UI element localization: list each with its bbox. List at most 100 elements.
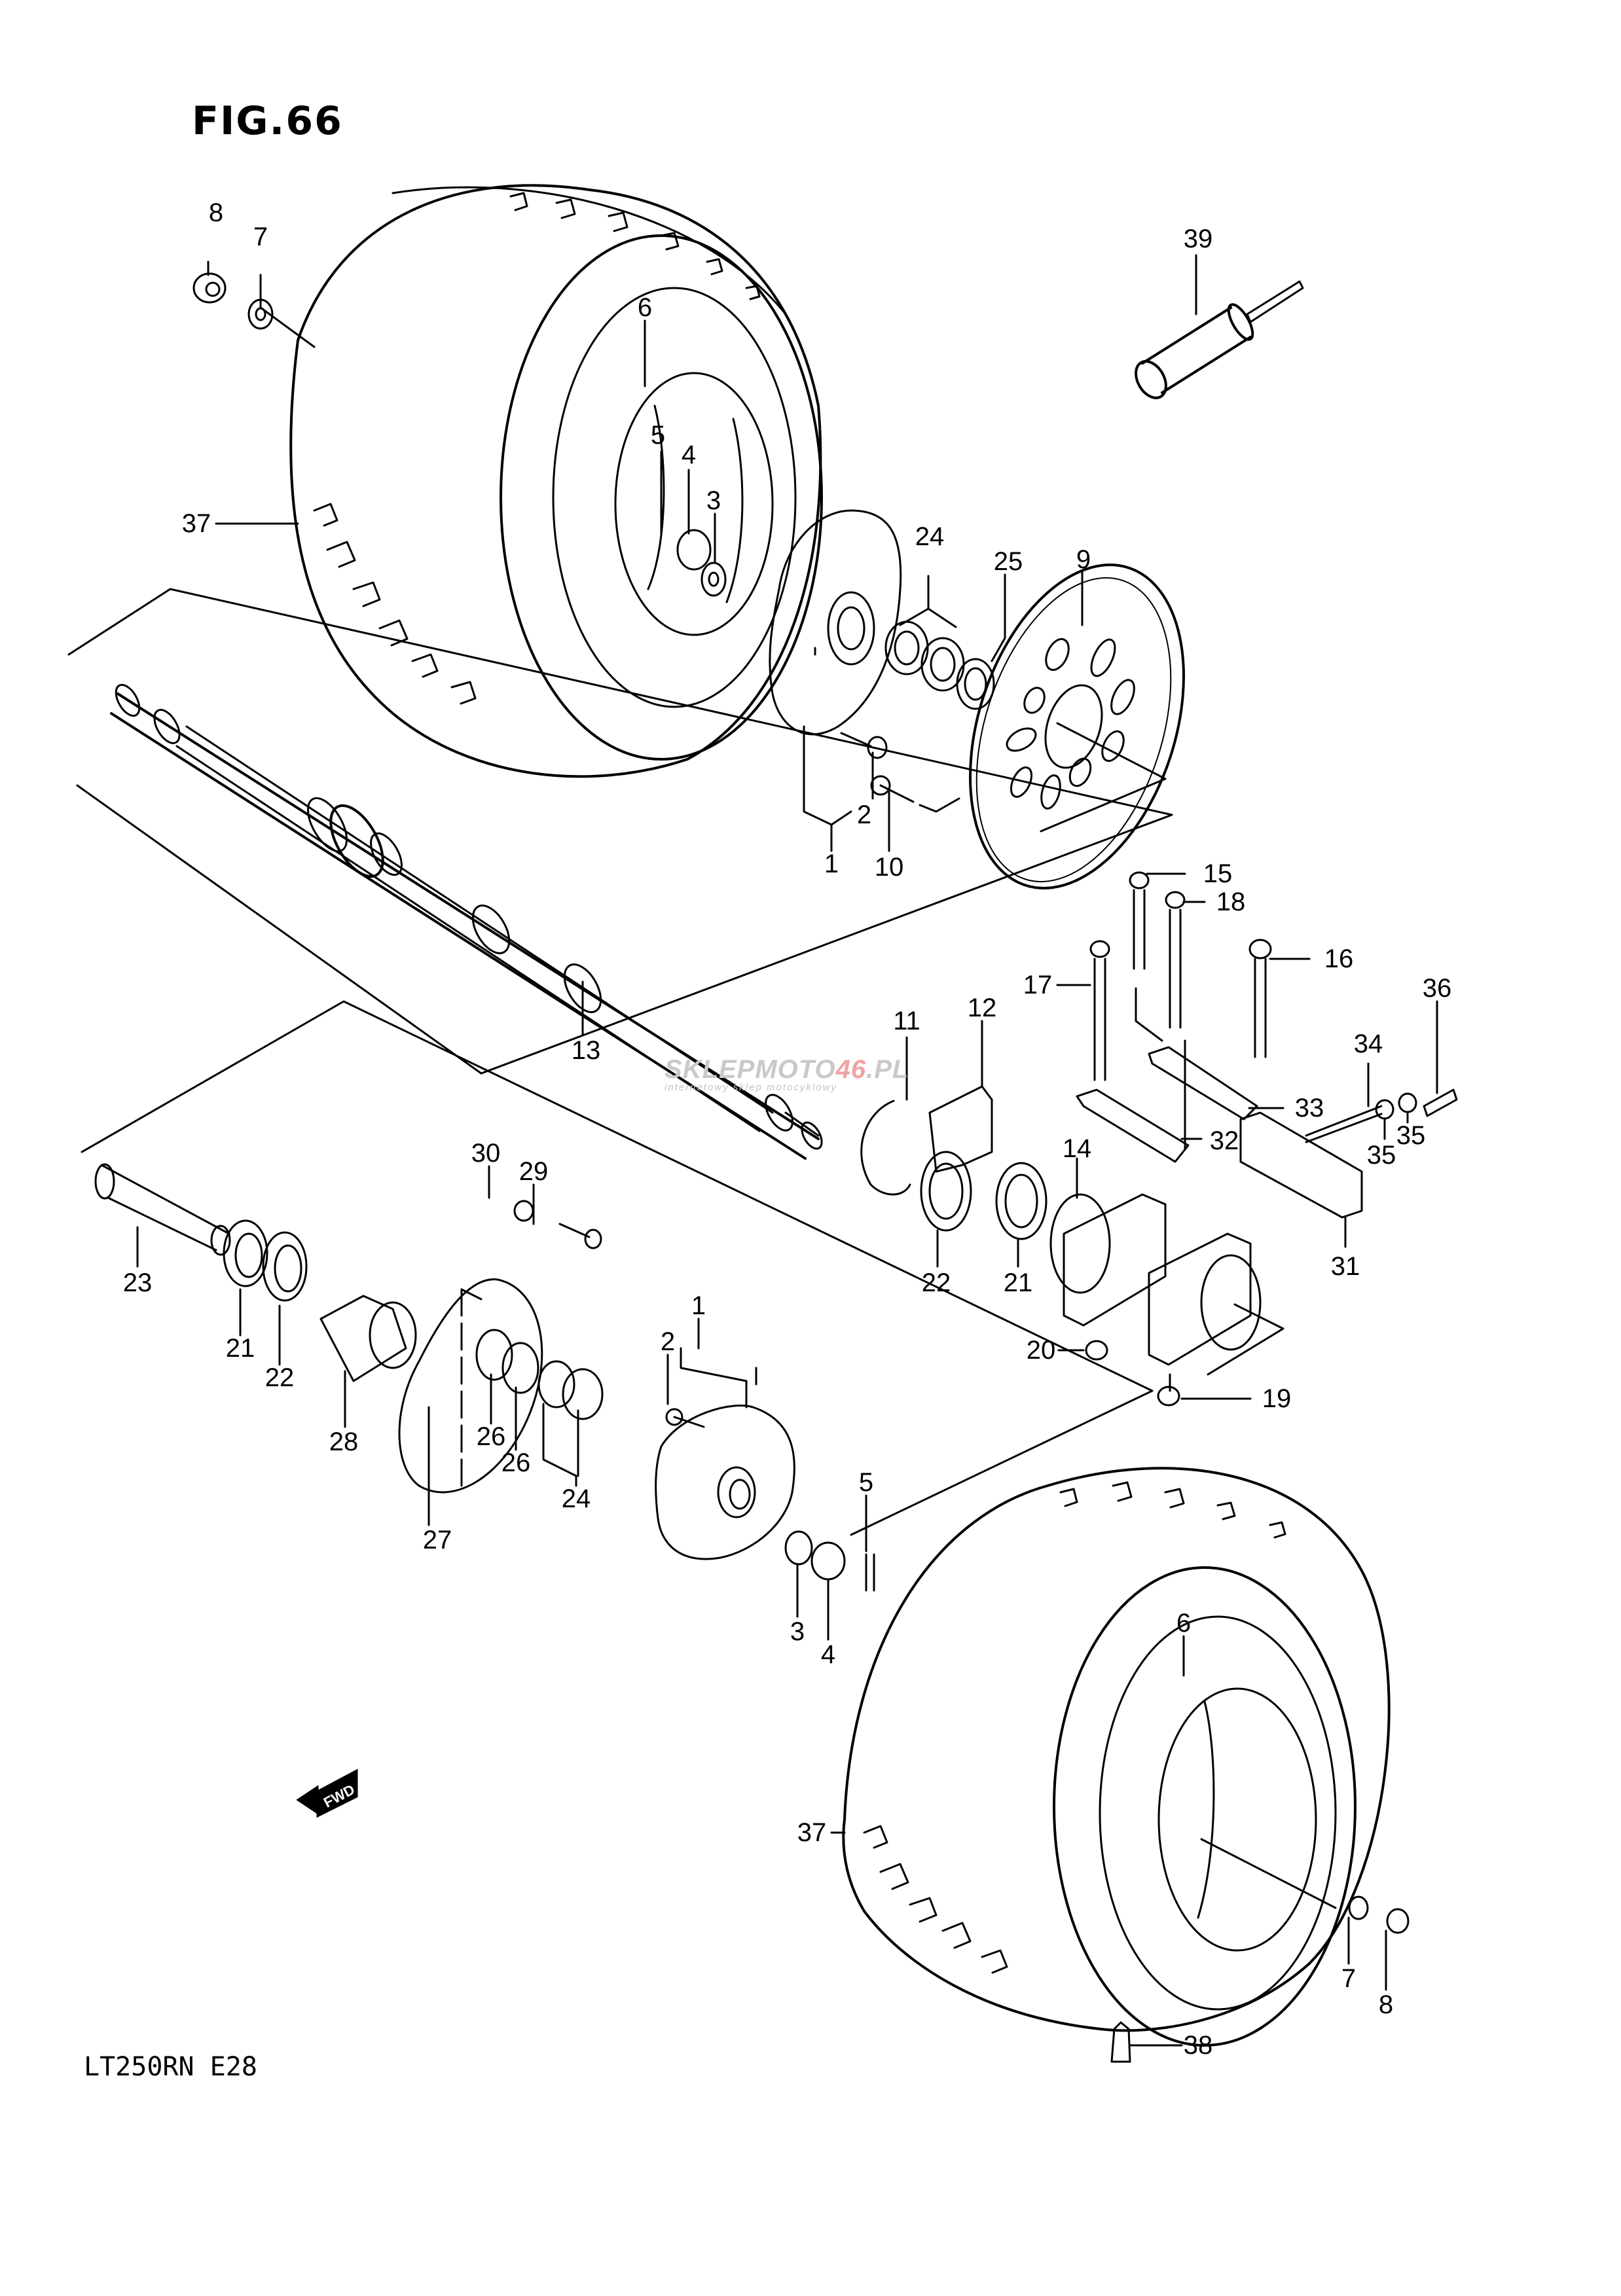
washer-3-bottom (784, 1530, 813, 1566)
callout-26-o-ring[interactable]: 26 (501, 1448, 531, 1477)
callout-18-bolt[interactable]: 18 (1216, 888, 1246, 916)
callout-19-nut[interactable]: 19 (1262, 1384, 1292, 1413)
callout-6-rim[interactable]: 6 (637, 293, 653, 322)
axle-housing-group (860, 871, 1458, 1407)
callout-8-nut-flange[interactable]: 8 (1378, 1990, 1394, 2019)
watermark-tagline: internetowy sklep motocyklowy (665, 1082, 837, 1093)
cotter-pin-5-bottom (865, 1553, 875, 1592)
callout-24-nut-pair[interactable]: 24 (561, 1484, 591, 1513)
callout-5-cotter-pin[interactable]: 5 (858, 1468, 874, 1497)
nut-35a (1375, 1099, 1394, 1120)
seal-22-right (920, 1151, 972, 1232)
bolt-2-top (840, 732, 872, 747)
left-wheel (207, 184, 823, 778)
callout-7-washer[interactable]: 7 (253, 223, 268, 251)
bearing-21-left (223, 1219, 268, 1287)
callout-1-hub[interactable]: 1 (824, 850, 839, 878)
callout-4-castle-nut[interactable]: 4 (820, 1640, 836, 1669)
plate-31 (1239, 1111, 1363, 1219)
callout-20-nut[interactable]: 20 (1026, 1336, 1056, 1365)
upper-left-nut-washer (192, 272, 274, 330)
plate-32 (1076, 1088, 1190, 1163)
left-tire-tread-pattern (313, 192, 761, 705)
callout-13-rear-axle[interactable]: 13 (571, 1036, 601, 1065)
callout-36-spring[interactable]: 36 (1422, 974, 1452, 1003)
callout-4-castle-nut[interactable]: 4 (681, 440, 697, 469)
model-code: LT250RN E28 (84, 2052, 257, 2082)
callout-28-sprocket-hub[interactable]: 28 (329, 1427, 359, 1456)
callout-5-cotter-pin[interactable]: 5 (650, 421, 666, 450)
callout-10-disc-bolt[interactable]: 10 (874, 853, 904, 882)
callout-22-oil-seal[interactable]: 22 (921, 1268, 951, 1297)
bolt-17 (1089, 940, 1110, 1081)
callout-21-bearing[interactable]: 21 (225, 1334, 255, 1363)
sprocket-group-outline (81, 1000, 1154, 1536)
right-rim-inner (1099, 1615, 1337, 2011)
spacer-25-top (956, 658, 995, 710)
axle-flange (329, 804, 384, 878)
callout-15-bolt[interactable]: 15 (1203, 859, 1233, 888)
callout-12-bracket[interactable]: 12 (967, 994, 997, 1022)
bracket-1-top (803, 725, 852, 826)
callout-29-bolt[interactable]: 29 (519, 1157, 549, 1186)
watermark-brand-part2: 46 (835, 1055, 867, 1084)
disc-center-hole (1044, 684, 1103, 769)
nut-8-top (192, 272, 227, 304)
callout-25-spacer[interactable]: 25 (993, 547, 1023, 576)
watermark: SKLEPMOTO46.PL internetowy sklep motocyk… (665, 1055, 909, 1093)
callout-22-oil-seal[interactable]: 22 (264, 1363, 295, 1392)
right-tire-outline (842, 1467, 1391, 2032)
callout-8-nut-flange[interactable]: 8 (208, 198, 224, 227)
callout-14-axle-housing[interactable]: 14 (1062, 1134, 1092, 1163)
callout-26-o-ring[interactable]: 26 (476, 1422, 506, 1451)
callout-3-washer[interactable]: 3 (706, 486, 721, 515)
callout-38-valve[interactable]: 38 (1183, 2031, 1213, 2060)
stud-34 (1305, 1105, 1383, 1137)
callout-21-bearing[interactable]: 21 (1003, 1268, 1033, 1297)
housing-14-right (1148, 1232, 1252, 1366)
callout-31-cover-plate[interactable]: 31 (1330, 1252, 1360, 1281)
callout-2-hub-bolt[interactable]: 2 (660, 1327, 676, 1356)
left-rim-inner (552, 287, 797, 708)
callout-23-spacer-tube[interactable]: 23 (122, 1268, 153, 1297)
callout-17-bolt[interactable]: 17 (1023, 971, 1053, 999)
callout-11-circlip[interactable]: 11 (893, 1007, 920, 1035)
axle-group-outline (67, 588, 1173, 1075)
callout-34-adjuster-stud[interactable]: 34 (1353, 1030, 1383, 1058)
housing-14-left (1063, 1193, 1167, 1327)
callout-27-sprocket[interactable]: 27 (422, 1526, 452, 1554)
washer-30 (513, 1200, 534, 1222)
callout-6-rim[interactable]: 6 (1176, 1609, 1192, 1638)
callout-24-nut-pair[interactable]: 24 (915, 522, 945, 551)
upper-hub-assembly (660, 450, 1006, 852)
callout-35-nut[interactable]: 35 (1366, 1141, 1396, 1170)
washer-7-top (247, 298, 274, 330)
left-rim-hub (614, 372, 774, 636)
castle-nut-4-top (676, 529, 712, 571)
disc-outline (969, 564, 1185, 889)
callout-35-nut[interactable]: 35 (1396, 1121, 1426, 1150)
callout-2-hub-bolt[interactable]: 2 (856, 800, 872, 829)
bolt-29 (558, 1223, 591, 1238)
leader-7-top (259, 274, 316, 348)
bolt-2-bottom (673, 1416, 705, 1428)
callout-37-tire[interactable]: 37 (181, 509, 211, 538)
callout-30-washer[interactable]: 30 (471, 1139, 501, 1168)
spacer-23 (100, 1164, 230, 1235)
watermark-brand: SKLEPMOTO46.PL (665, 1055, 909, 1085)
callout-37-tire[interactable]: 37 (797, 1818, 827, 1847)
callout-9-brake-disc[interactable]: 9 (1076, 545, 1091, 574)
o-ring-26a (475, 1329, 513, 1381)
bolt-16 (1248, 939, 1272, 1058)
rear-axle-13 (110, 683, 823, 1160)
hub-1-top (769, 509, 902, 736)
callout-3-washer[interactable]: 3 (790, 1617, 805, 1646)
callout-33-plate[interactable]: 33 (1294, 1094, 1324, 1122)
callout-7-washer[interactable]: 7 (1341, 1964, 1357, 1993)
bolt-15 (1129, 871, 1150, 970)
callout-32-plate[interactable]: 32 (1209, 1126, 1239, 1155)
nut-24a-bottom (537, 1360, 575, 1408)
callout-1-hub[interactable]: 1 (691, 1291, 706, 1320)
callout-16-bolt[interactable]: 16 (1324, 944, 1354, 973)
callout-39-valve-tool[interactable]: 39 (1183, 224, 1213, 253)
